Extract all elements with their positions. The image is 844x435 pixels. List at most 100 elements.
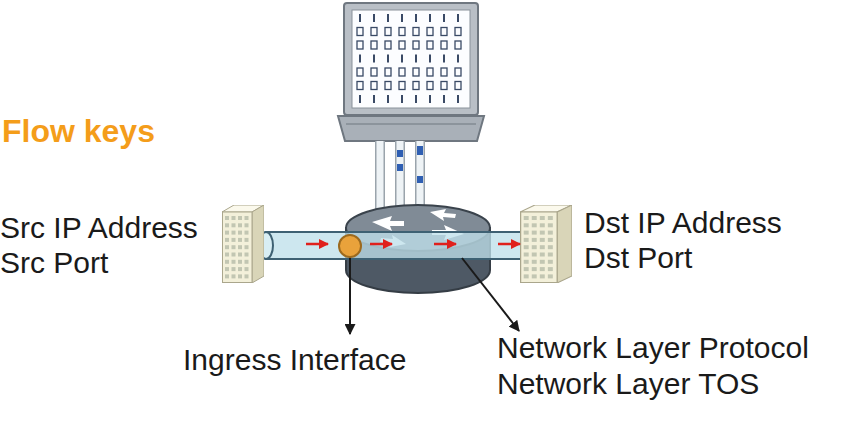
screen-digit-mark: [457, 55, 459, 63]
router-symbol: [346, 205, 490, 293]
building-window: [548, 253, 553, 257]
building-window: [225, 253, 229, 257]
building-window: [245, 238, 249, 242]
building-side: [557, 205, 572, 283]
building-window: [524, 260, 529, 264]
leader-line: [349, 257, 351, 334]
screen-digit-mark: [427, 68, 433, 76]
building-window: [548, 267, 553, 271]
screen-digit-mark: [359, 14, 361, 22]
building-window: [238, 238, 242, 242]
router-arrow: [380, 235, 406, 247]
wire-outline: [375, 141, 385, 214]
screen-digit-mark: [399, 41, 405, 49]
building-window: [524, 253, 529, 257]
building-window: [232, 253, 236, 257]
building-window: [232, 245, 236, 249]
screen-digit-mark: [441, 68, 447, 76]
screen-digit-mark: [359, 55, 361, 63]
router-arrow: [430, 209, 456, 221]
router-arrow: [432, 225, 464, 240]
screen-digit-mark: [429, 55, 431, 63]
building-front: [521, 212, 558, 283]
building-window: [540, 253, 545, 257]
screen-digit-mark: [357, 41, 363, 49]
screen-digit-mark: [359, 95, 361, 103]
ingress-point: [339, 235, 361, 257]
building-window: [232, 260, 236, 264]
building-window: [532, 245, 537, 249]
building-window: [540, 267, 545, 271]
building-window: [540, 238, 545, 242]
screen-digit-mark: [399, 28, 405, 36]
building-window: [524, 245, 529, 249]
screen-digit-mark: [401, 55, 403, 63]
screen-digit-mark: [371, 28, 377, 36]
building-window: [238, 274, 242, 278]
screen-digit-mark: [455, 41, 461, 49]
data-packet: [397, 164, 403, 171]
screen-digit-mark: [429, 95, 431, 103]
building-window: [225, 267, 229, 271]
building-window: [232, 216, 236, 220]
flow-key-label: Network Layer TOS: [497, 366, 842, 401]
screen-digit-mark: [357, 82, 363, 90]
screen-digit-mark: [387, 95, 389, 103]
building-window: [532, 238, 537, 242]
building-window: [532, 253, 537, 257]
flow-key-text: Src IP Address: [0, 210, 218, 245]
building-window: [238, 231, 242, 235]
data-packet: [417, 146, 423, 155]
screen-digit-mark: [387, 55, 389, 63]
building-window: [225, 274, 229, 278]
building-window: [548, 231, 553, 235]
screen-digit-mark: [441, 28, 447, 36]
screen-digit-mark: [385, 68, 391, 76]
flow-key-label: Network Layer Protocol: [497, 330, 842, 365]
building-window: [245, 245, 249, 249]
building-window: [238, 245, 242, 249]
wire: [377, 141, 384, 214]
building-window: [232, 267, 236, 271]
building-window: [540, 216, 545, 220]
screen-digit-mark: [455, 28, 461, 36]
building-window: [548, 274, 553, 278]
screen-digit-mark: [457, 95, 459, 103]
screen-digit-mark: [413, 41, 419, 49]
building-window: [540, 260, 545, 264]
building-window: [245, 223, 249, 227]
building-window: [245, 260, 249, 264]
building-window: [548, 238, 553, 242]
building-window: [238, 223, 242, 227]
building-window: [548, 216, 553, 220]
building-window: [245, 267, 249, 271]
flow-key-text: Dst IP Address: [584, 205, 840, 240]
building-window: [524, 267, 529, 271]
screen-digit-mark: [385, 82, 391, 90]
screen-digit-mark: [443, 55, 445, 63]
building-window: [540, 274, 545, 278]
flow-arrow: [264, 243, 520, 246]
host-node: Dst IP AddressDst Port: [520, 205, 572, 283]
screen-digit-mark: [441, 82, 447, 90]
building-window: [540, 245, 545, 249]
building-window: [225, 223, 229, 227]
laptop-screen: [352, 10, 470, 108]
wire: [397, 141, 404, 212]
building-window: [225, 260, 229, 264]
screen-digit-mark: [401, 14, 403, 22]
screen-digit-mark: [429, 14, 431, 22]
screen-digit-mark: [441, 41, 447, 49]
laptop-screen-frame: [344, 3, 478, 115]
laptop-illustration: [338, 3, 484, 141]
building-window: [532, 231, 537, 235]
screen-digit-mark: [387, 14, 389, 22]
screen-digit-mark: [455, 82, 461, 90]
building-window: [532, 216, 537, 220]
building-window: [532, 223, 537, 227]
screen-digit-mark: [413, 68, 419, 76]
keyboard-line: [346, 123, 476, 125]
building-side: [252, 205, 264, 283]
building-window: [238, 216, 242, 220]
